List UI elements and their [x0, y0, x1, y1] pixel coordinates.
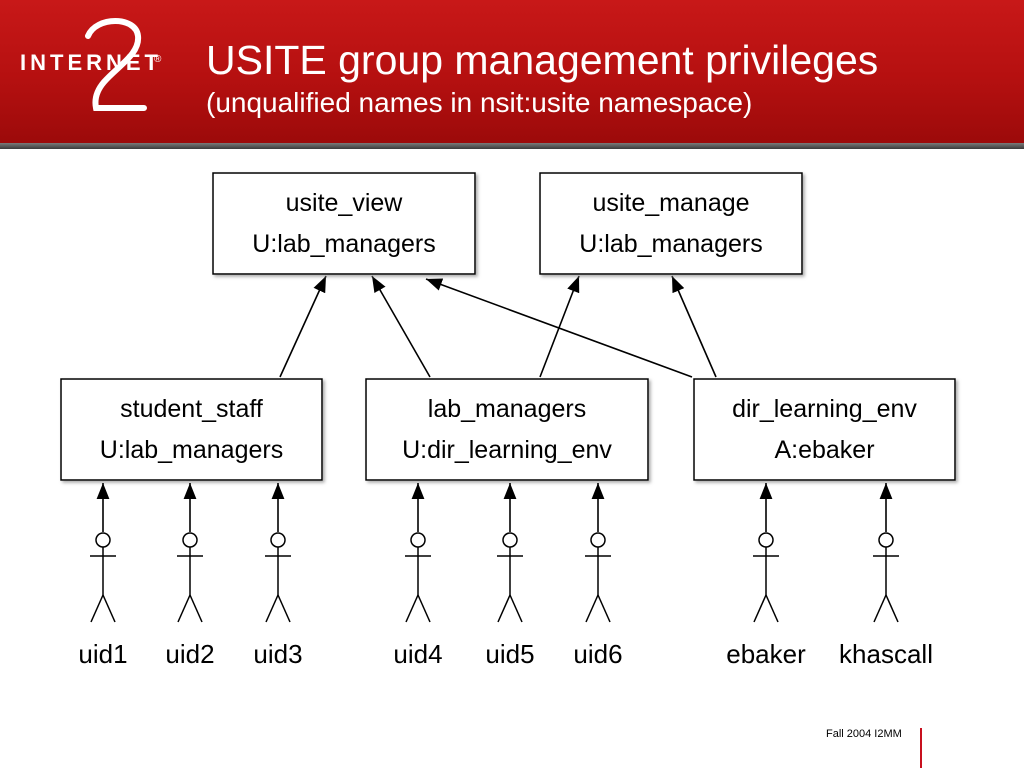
- user-ebaker: ebaker: [726, 483, 806, 669]
- user-label: uid4: [393, 639, 442, 669]
- group-box-frame: [60, 378, 323, 481]
- person-icon: [177, 532, 203, 623]
- user-label: khascall: [839, 639, 933, 669]
- edge-lab_managers-to-usite_view: [371, 275, 431, 378]
- group-box-frame: [212, 172, 476, 275]
- user-label: uid5: [485, 639, 534, 669]
- user-uid5: uid5: [485, 483, 535, 669]
- person-icon: [497, 532, 523, 623]
- group-box-frame: [365, 378, 649, 481]
- person-icon: [753, 532, 779, 623]
- group-box-frame: [693, 378, 956, 481]
- user-label: ebaker: [726, 639, 806, 669]
- person-icon: [585, 532, 611, 623]
- group-member: A:ebaker: [774, 436, 874, 464]
- group-member: U:dir_learning_env: [402, 436, 612, 464]
- slide-header: INTERNET ® USITE group management privil…: [0, 0, 1024, 143]
- group-name: lab_managers: [428, 395, 586, 423]
- user-label: uid3: [253, 639, 302, 669]
- edge-dir_learning_env-to-usite_view: [425, 278, 693, 378]
- group-name: dir_learning_env: [732, 395, 917, 423]
- user-khascall: khascall: [839, 483, 933, 669]
- person-icon: [90, 532, 116, 623]
- header-divider: [0, 143, 1024, 149]
- person-icon: [405, 532, 431, 623]
- group-name: usite_view: [286, 189, 404, 217]
- user-label: uid1: [78, 639, 127, 669]
- footer-label: Fall 2004 I2MM: [826, 728, 902, 740]
- logo-wordmark: INTERNET: [20, 50, 162, 75]
- user-uid6: uid6: [573, 483, 623, 669]
- user-uid3: uid3: [253, 483, 303, 669]
- slide-subtitle: (unqualified names in nsit:usite namespa…: [206, 87, 753, 118]
- user-label: uid2: [165, 639, 214, 669]
- footer-divider: [920, 728, 922, 768]
- person-icon: [873, 532, 899, 623]
- user-uid4: uid4: [393, 483, 443, 669]
- logo-registered-mark: ®: [154, 54, 162, 65]
- group-member: U:lab_managers: [252, 230, 435, 258]
- internet2-logo: INTERNET ®: [20, 18, 162, 111]
- edge-student_staff-to-usite_view: [279, 275, 327, 378]
- group-name: usite_manage: [592, 189, 749, 217]
- group-box-frame: [539, 172, 803, 275]
- group-name: student_staff: [120, 395, 263, 423]
- edge-dir_learning_env-to-usite_manage: [671, 275, 717, 378]
- group-member: U:lab_managers: [579, 230, 762, 258]
- group-member: U:lab_managers: [100, 436, 283, 464]
- slide-title: USITE group management privileges: [206, 37, 879, 83]
- person-icon: [265, 532, 291, 623]
- user-uid1: uid1: [78, 483, 128, 669]
- user-uid2: uid2: [165, 483, 215, 669]
- edge-lab_managers-to-usite_manage: [539, 275, 580, 378]
- user-label: uid6: [573, 639, 622, 669]
